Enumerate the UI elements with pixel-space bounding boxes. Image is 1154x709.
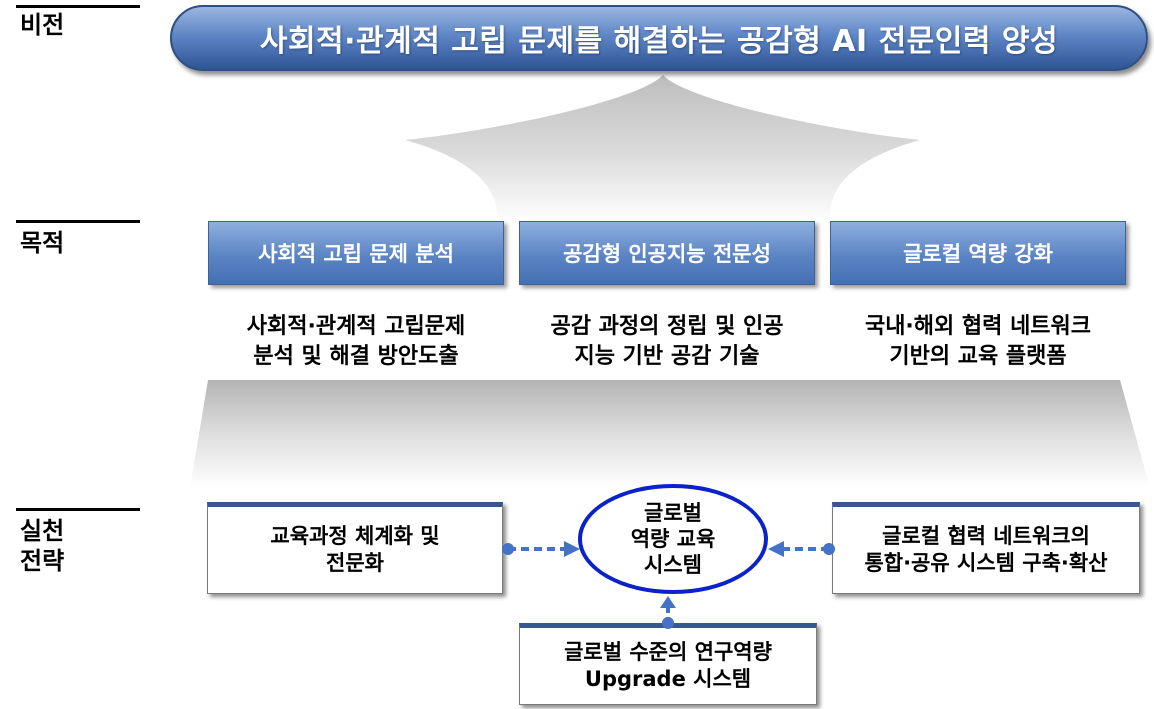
section-label-strategy: 실천 전략 xyxy=(20,517,65,575)
strategy-box-network: 글로컬 협력 네트워크의 통합·공유 시스템 구축·확산 xyxy=(832,502,1140,594)
purpose-desc-line: 사회적·관계적 고립문제 xyxy=(246,314,466,339)
purpose-desc-isolation: 사회적·관계적 고립문제 분석 및 해결 방안도출 xyxy=(196,312,516,372)
section-divider-vision xyxy=(16,5,140,8)
arrow-left-to-center xyxy=(502,541,580,557)
purpose-desc-line: 지능 기반 공감 기술 xyxy=(574,344,760,369)
purpose-box-glocal: 글로컬 역량 강화 xyxy=(830,221,1126,285)
strategy-center-ellipse: 글로벌 역량 교육 시스템 xyxy=(578,484,768,594)
trapezoid-shape xyxy=(190,380,1150,488)
purpose-desc-line: 분석 및 해결 방안도출 xyxy=(253,344,459,369)
section-divider-strategy xyxy=(16,508,140,511)
purpose-desc-glocal: 국내·해외 협력 네트워크 기반의 교육 플랫폼 xyxy=(818,312,1138,372)
strategy-text-network: 글로컬 협력 네트워크의 통합·공유 시스템 구축·확산 xyxy=(864,524,1108,575)
purpose-desc-line: 공감 과정의 정립 및 인공 xyxy=(550,314,784,339)
strategy-text-curriculum: 교육과정 체계화 및 전문화 xyxy=(270,524,440,575)
strategy-box-curriculum: 교육과정 체계화 및 전문화 xyxy=(207,502,503,594)
arrow-bottom-to-center xyxy=(660,596,676,629)
purpose-desc-empathy-ai: 공감 과정의 정립 및 인공 지능 기반 공감 기술 xyxy=(507,312,827,372)
upward-arrow-shape xyxy=(405,75,920,222)
strategy-text-research: 글로벌 수준의 연구역량 Upgrade 시스템 xyxy=(564,640,772,691)
purpose-box-isolation: 사회적 고립 문제 분석 xyxy=(208,221,504,285)
vision-banner: 사회적·관계적 고립 문제를 해결하는 공감형 AI 전문인력 양성 xyxy=(170,5,1148,71)
section-divider-purpose xyxy=(16,220,140,223)
section-label-vision: 비전 xyxy=(20,11,65,39)
arrow-right-to-center xyxy=(768,541,835,557)
purpose-desc-line: 국내·해외 협력 네트워크 xyxy=(864,314,1092,339)
purpose-desc-line: 기반의 교육 플랫폼 xyxy=(889,344,1067,369)
purpose-box-empathy-ai: 공감형 인공지능 전문성 xyxy=(519,221,815,285)
section-label-purpose: 목적 xyxy=(20,229,65,257)
